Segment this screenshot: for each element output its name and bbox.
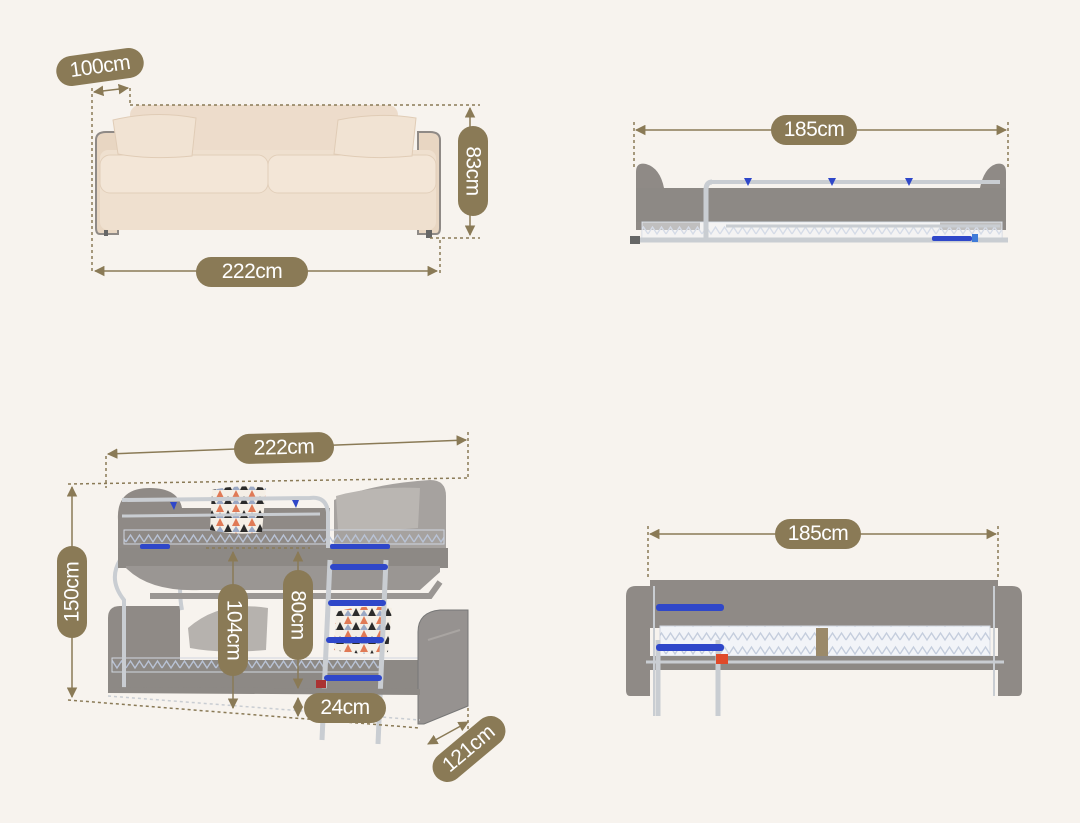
sofa-width-label: 222cm	[196, 257, 308, 287]
floor-clearance-text: 24cm	[320, 696, 370, 719]
floor-clearance-label: 24cm	[304, 693, 386, 723]
sofa-depth-text: 100cm	[68, 50, 132, 83]
bottom-right-width-text: 185cm	[787, 522, 849, 545]
bed-front-illustration	[626, 580, 1022, 716]
sofa-height-text: 83cm	[462, 146, 486, 196]
top-right-width-label: 185cm	[771, 115, 857, 145]
sofa-height-label: 83cm	[458, 126, 488, 216]
lower-clearance-label: 104cm	[218, 584, 248, 676]
bottom-right-width-label: 185cm	[775, 519, 861, 549]
bed-frame-side-illustration	[630, 163, 1008, 244]
bunk-height-text: 150cm	[60, 561, 83, 623]
sofa-width-text: 222cm	[221, 260, 283, 283]
lower-clearance-text: 104cm	[222, 599, 245, 661]
bunk-height-label: 150cm	[57, 546, 87, 638]
bunk-bed-illustration	[107, 480, 469, 745]
upper-clearance-label: 80cm	[283, 570, 313, 660]
top-right-width-text: 185cm	[783, 118, 845, 141]
bunk-width-text: 222cm	[253, 435, 315, 460]
sofa-illustration	[95, 105, 441, 238]
upper-clearance-text: 80cm	[287, 590, 311, 640]
bunk-width-label: 222cm	[233, 431, 335, 465]
